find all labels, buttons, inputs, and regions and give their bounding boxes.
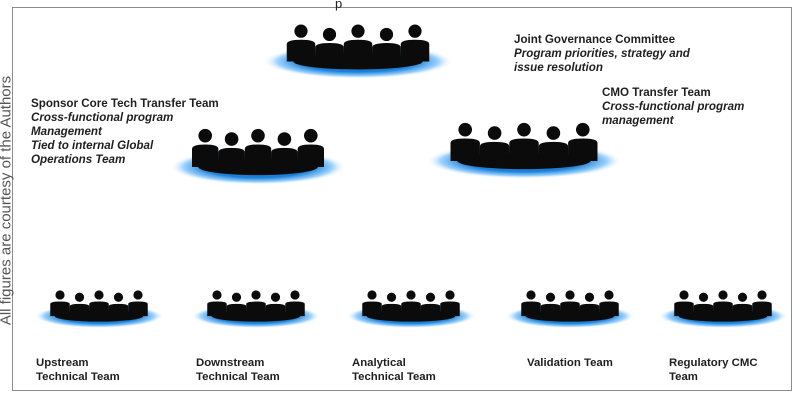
person-silhouette [599,290,619,317]
person-silhouette [693,292,714,317]
person-silhouette [226,292,247,317]
validation-label: Validation Team [527,356,613,370]
sponsor-core-desc-line2: Management [31,125,102,138]
person-silhouette [538,126,569,161]
joint-governance-label: Joint Governance Committee Program prior… [514,33,690,75]
validation-team-icon [505,283,635,329]
person-silhouette [420,292,441,317]
regulatory-label: Regulatory CMC Team [669,356,758,384]
analytical-label-line1: Analytical [352,357,406,369]
person-silhouette [400,24,430,62]
joint-governance-team-icon [263,14,453,80]
downstream-label-line1: Downstream [196,357,265,369]
person-silhouette [343,24,373,62]
downstream-label-line2: Technical Team [196,371,280,383]
team-silhouette-icon [170,128,346,185]
person-silhouette [89,290,109,317]
person-silhouette [271,132,298,167]
upstream-label-line2: Technical Team [36,371,120,383]
person-silhouette [285,290,305,317]
sponsor-core-name: Sponsor Core Tech Transfer Team [31,97,219,110]
downstream-label: Downstream Technical Team [196,356,280,384]
person-silhouette [218,132,245,167]
downstream-team-icon [191,283,321,329]
regulatory-label-line2: Team [669,371,698,383]
sponsor-core-team-icon [170,118,346,186]
person-silhouette [297,128,324,167]
team-silhouette-icon [505,290,635,329]
team-silhouette-icon [263,24,453,79]
person-silhouette [128,290,148,317]
person-silhouette [50,290,70,317]
person-silhouette [440,290,460,317]
person-silhouette [579,292,600,317]
person-silhouette [560,290,580,317]
team-silhouette-icon [658,290,788,329]
person-silhouette [246,290,266,317]
team-silhouette-icon [346,290,476,329]
cmo-transfer-team-icon [426,112,622,180]
side-credit: All figures are courtesy of the Authors [0,75,15,326]
figure-border [12,7,792,391]
person-silhouette [540,292,561,317]
person-silhouette [752,290,772,317]
person-silhouette [509,122,539,161]
cmo-transfer-desc-line2: management [602,114,674,127]
person-silhouette [244,128,272,167]
sponsor-core-desc-line1: Cross-functional program [31,111,174,124]
analytical-label: Analytical Technical Team [352,356,436,384]
team-silhouette-icon [426,122,622,179]
upstream-label-line1: Upstream [36,357,89,369]
person-silhouette [713,290,733,317]
upstream-label: Upstream Technical Team [36,356,120,384]
sponsor-core-label: Sponsor Core Tech Transfer Team Cross-fu… [31,97,219,167]
person-silhouette [108,292,129,317]
person-silhouette [674,290,694,317]
person-silhouette [401,290,421,317]
team-silhouette-icon [191,290,321,329]
person-silhouette [450,122,480,161]
person-silhouette [521,290,541,317]
person-silhouette [315,27,344,62]
joint-governance-desc-line1: Program priorities, strategy and [514,47,690,60]
person-silhouette [381,292,402,317]
sponsor-core-desc-line4: Operations Team [31,153,126,166]
cmo-transfer-label: CMO Transfer Team Cross-functional progr… [602,86,744,128]
analytical-team-icon [346,283,476,329]
person-silhouette [192,128,219,167]
person-silhouette [362,290,382,317]
person-silhouette [479,126,510,161]
person-silhouette [207,290,227,317]
team-silhouette-icon [34,290,164,329]
regulatory-label-line1: Regulatory CMC [669,357,758,369]
person-silhouette [372,27,401,62]
top-text: p [335,0,343,11]
person-silhouette [568,122,598,161]
person-silhouette [286,24,316,62]
regulatory-team-icon [658,283,788,329]
joint-governance-name: Joint Governance Committee [514,33,676,46]
analytical-label-line2: Technical Team [352,371,436,383]
cmo-transfer-desc-line1: Cross-functional program [602,100,745,113]
person-silhouette [732,292,753,317]
upstream-team-icon [34,283,164,329]
joint-governance-desc-line2: issue resolution [514,61,603,74]
person-silhouette [265,292,286,317]
cmo-transfer-name: CMO Transfer Team [602,86,711,99]
sponsor-core-desc-line3: Tied to internal Global [31,139,154,152]
person-silhouette [69,292,90,317]
validation-label-line1: Validation Team [527,357,613,369]
